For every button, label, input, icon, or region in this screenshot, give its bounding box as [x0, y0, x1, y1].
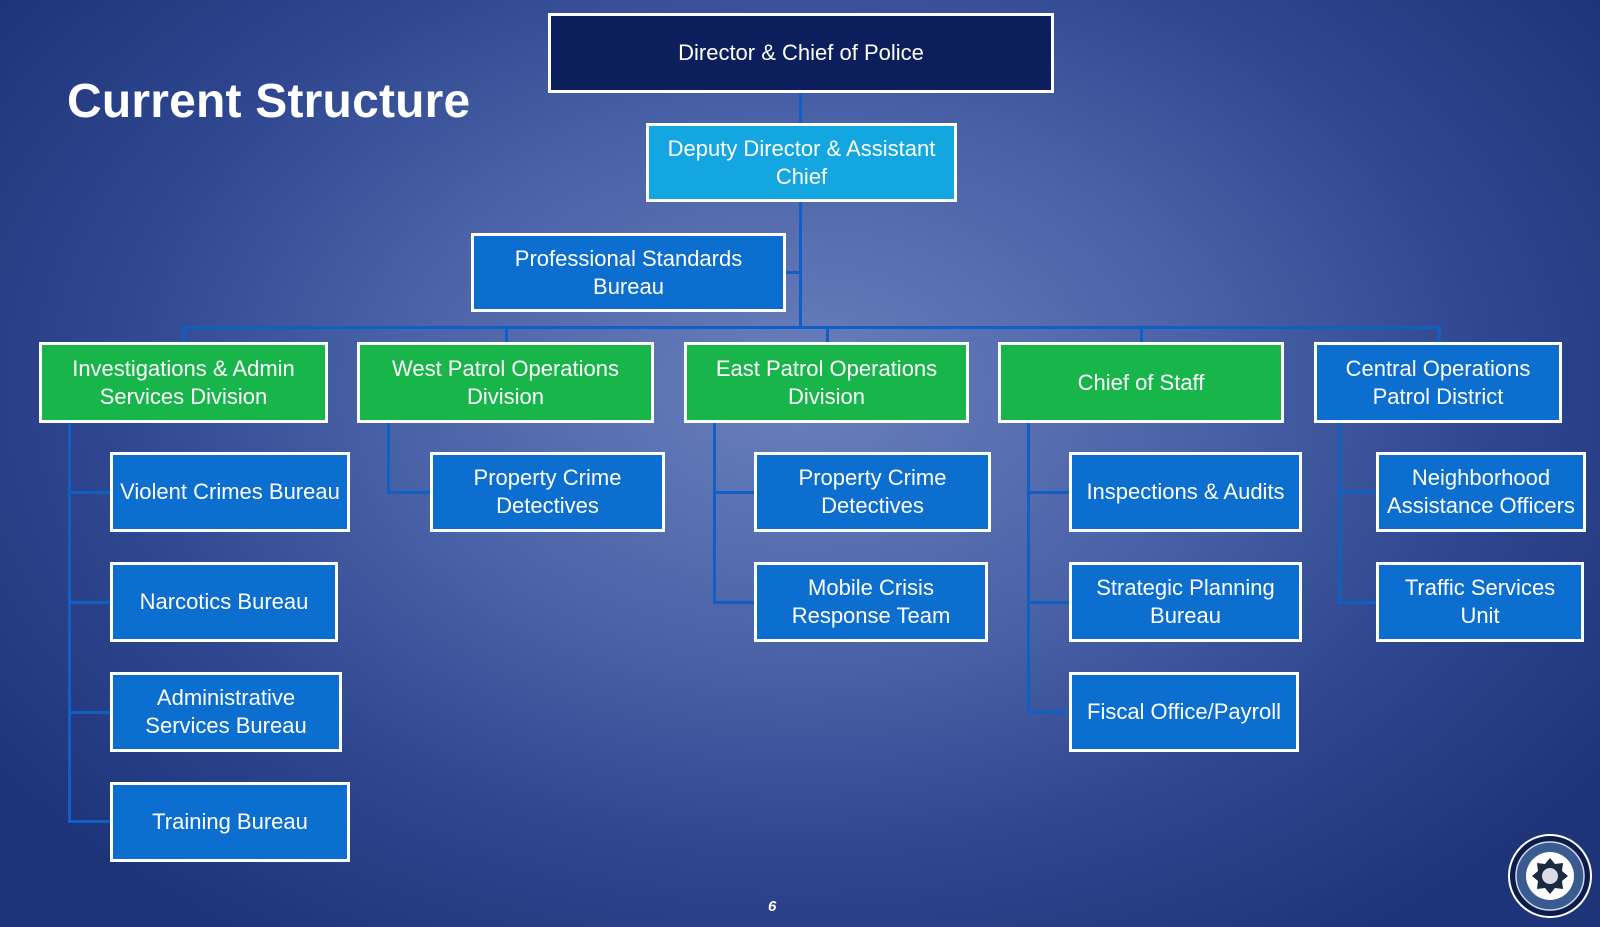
- connector-east-branch-1: [713, 491, 756, 494]
- connector-investigations-branch-2: [68, 601, 112, 604]
- connector-central-branch-1: [1338, 491, 1378, 494]
- page-number: 6: [768, 898, 777, 915]
- connector-investigations-branch-3: [68, 711, 112, 714]
- administrative-services-bureau-box: Administrative Services Bureau: [110, 672, 342, 752]
- chief-of-staff-box: Chief of Staff: [998, 342, 1284, 423]
- east-property-crime-box: Property Crime Detectives: [754, 452, 991, 532]
- connector-staff-branch-2: [1027, 601, 1071, 604]
- connector-drop-east: [826, 326, 829, 345]
- east-patrol-division-box: East Patrol Operations Division: [684, 342, 969, 423]
- connector-central-branch-2: [1338, 601, 1378, 604]
- strategic-planning-bureau-box: Strategic Planning Bureau: [1069, 562, 1302, 642]
- connector-investigations-branch-4: [68, 820, 112, 823]
- connector-east-spine: [713, 422, 716, 604]
- connector-deputy-trunk: [799, 199, 802, 329]
- narcotics-bureau-box: Narcotics Bureau: [110, 562, 338, 642]
- connector-west-branch-1: [387, 491, 432, 494]
- traffic-services-unit-box: Traffic Services Unit: [1376, 562, 1584, 642]
- connector-standards: [784, 271, 800, 274]
- department-seal-icon: [1508, 834, 1592, 918]
- director-box: Director & Chief of Police: [548, 13, 1054, 93]
- neighborhood-assistance-box: Neighborhood Assistance Officers: [1376, 452, 1586, 532]
- connector-east-branch-2: [713, 601, 756, 604]
- connector-drop-central: [1438, 326, 1441, 345]
- investigations-admin-division-box: Investigations & Admin Services Division: [39, 342, 328, 423]
- connector-drop-investigations: [182, 326, 185, 345]
- central-operations-box: Central Operations Patrol District: [1314, 342, 1562, 423]
- connector-drop-staff: [1140, 326, 1143, 345]
- west-patrol-division-box: West Patrol Operations Division: [357, 342, 654, 423]
- connector-investigations-spine: [68, 422, 71, 823]
- connector-west-spine: [387, 422, 390, 494]
- connector-staff-branch-3: [1027, 711, 1071, 714]
- connector-investigations-branch-1: [68, 491, 112, 494]
- slide-title: Current Structure: [67, 75, 471, 128]
- mobile-crisis-team-box: Mobile Crisis Response Team: [754, 562, 988, 642]
- inspections-audits-box: Inspections & Audits: [1069, 452, 1302, 532]
- professional-standards-box: Professional Standards Bureau: [471, 233, 786, 312]
- connector-staff-spine: [1027, 422, 1030, 714]
- connector-director-deputy: [799, 92, 802, 124]
- training-bureau-box: Training Bureau: [110, 782, 350, 862]
- fiscal-payroll-box: Fiscal Office/Payroll: [1069, 672, 1299, 752]
- connector-division-bar: [182, 326, 1441, 329]
- violent-crimes-bureau-box: Violent Crimes Bureau: [110, 452, 350, 532]
- west-property-crime-box: Property Crime Detectives: [430, 452, 665, 532]
- connector-drop-west: [505, 326, 508, 345]
- deputy-director-box: Deputy Director & Assistant Chief: [646, 123, 957, 202]
- connector-central-spine: [1338, 422, 1341, 604]
- connector-staff-branch-1: [1027, 491, 1071, 494]
